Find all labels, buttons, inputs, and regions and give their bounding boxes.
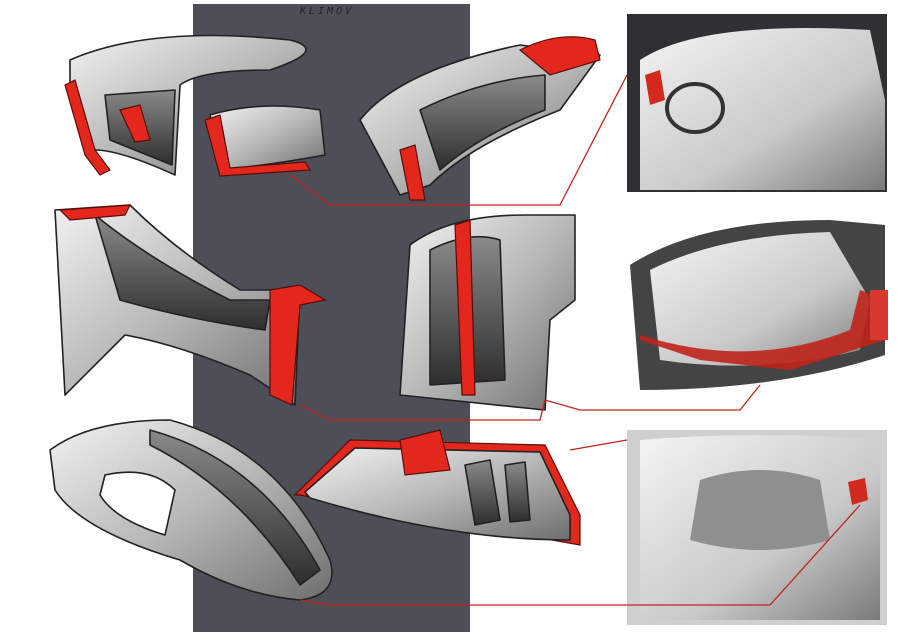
artist-signature: KLIMOV [300,6,355,17]
leader-lines [289,74,861,606]
sketch-door-trim [49,419,333,601]
sketch-center-console [54,204,327,406]
sketch-dashboard-module [64,34,326,177]
sketch-dashboard-alt [359,36,601,201]
sketch-center-tunnel [293,429,581,546]
render-interior-dashboard [627,14,887,192]
render-interior-side-view [630,220,888,390]
sketch-seat-back [399,214,576,411]
render-interior-rear-view [627,430,887,625]
